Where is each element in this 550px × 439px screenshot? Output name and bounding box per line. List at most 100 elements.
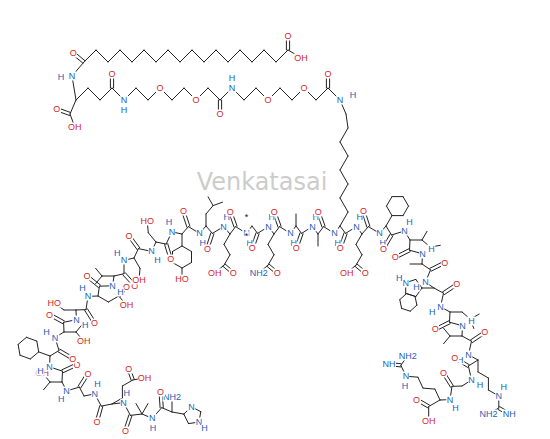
bond <box>478 360 479 372</box>
atom-label: H <box>406 218 414 227</box>
bond <box>206 226 212 233</box>
atom-label: N <box>188 402 196 411</box>
bond <box>252 226 258 233</box>
atom-label: H <box>228 74 236 83</box>
bond <box>63 322 64 332</box>
bond <box>18 337 26 344</box>
bond <box>316 88 328 100</box>
bond <box>386 216 392 226</box>
bond <box>64 332 76 333</box>
bond <box>240 50 252 62</box>
atom-label: O <box>53 105 61 114</box>
bond <box>130 414 142 415</box>
bond <box>400 300 402 309</box>
bond <box>148 233 156 242</box>
atom-label: H <box>401 382 409 391</box>
atom-label: H <box>94 380 102 389</box>
atom-label: OH <box>340 268 355 277</box>
bond <box>224 234 230 244</box>
atom-label: H <box>201 423 209 432</box>
atom-label: H <box>428 308 436 317</box>
bond <box>134 249 138 258</box>
atom-label: N <box>402 372 410 381</box>
bond <box>96 268 102 276</box>
atom-label: OH <box>137 373 152 382</box>
bond <box>362 227 368 234</box>
atom-label: N <box>331 229 339 238</box>
bond <box>403 206 409 216</box>
bond <box>27 337 37 341</box>
bond <box>430 263 442 269</box>
atom-label: O <box>300 84 308 93</box>
atom-label: OH <box>294 53 309 62</box>
bond <box>340 212 348 226</box>
bond <box>204 50 216 62</box>
atom-label: N <box>437 302 445 311</box>
bond <box>471 333 482 340</box>
bond <box>286 39 287 50</box>
bond <box>340 170 348 184</box>
bond <box>346 114 348 128</box>
atom-label: O <box>125 364 133 373</box>
bond <box>70 100 76 114</box>
bond <box>62 364 74 370</box>
atom-label: N <box>419 249 427 258</box>
atom-label: O <box>441 258 449 267</box>
bond <box>340 184 348 198</box>
bond <box>450 336 462 337</box>
atom-label: N <box>46 362 54 371</box>
atom-label: H <box>117 288 125 297</box>
atom-label: O <box>314 207 322 216</box>
atom-label: H <box>165 218 173 227</box>
bond <box>77 54 85 61</box>
atom-label: N <box>168 227 176 236</box>
atom-label: H <box>81 320 89 329</box>
atom-label: N <box>149 414 157 423</box>
bond <box>113 77 114 88</box>
bond <box>132 237 140 248</box>
bond <box>173 246 183 252</box>
bond <box>180 50 192 62</box>
atom-label: NH <box>382 360 396 369</box>
atom-label: O <box>481 328 489 337</box>
bond <box>443 285 454 292</box>
bond <box>244 88 256 100</box>
bond <box>39 352 50 356</box>
bond <box>108 296 118 302</box>
bond <box>402 308 411 311</box>
atom-label: H <box>428 245 436 254</box>
atom-label: N <box>220 222 228 231</box>
bond <box>100 88 112 100</box>
bond <box>410 305 417 311</box>
bond <box>407 294 416 297</box>
bond <box>444 336 450 344</box>
atom-label: N <box>91 389 99 398</box>
bond <box>183 215 187 227</box>
bond <box>450 312 462 313</box>
bond <box>444 328 450 336</box>
atom-label: H <box>395 274 403 283</box>
atom-label: NH2 <box>249 268 268 277</box>
bond <box>81 377 88 388</box>
bond <box>132 50 144 62</box>
bond <box>386 226 392 235</box>
atom-label: O <box>264 96 272 105</box>
atom-label: O <box>284 32 292 41</box>
bond <box>444 376 451 387</box>
atom-label: O <box>453 280 461 289</box>
atom-label: O <box>69 354 77 363</box>
atom-label: OH <box>208 268 223 277</box>
atom-label: N <box>120 256 128 265</box>
bond <box>162 408 172 412</box>
bond <box>53 315 64 321</box>
bond <box>58 352 69 359</box>
bond <box>30 352 38 359</box>
atom-label: O <box>379 244 387 253</box>
atom-label: O <box>121 426 129 435</box>
bond <box>435 389 440 400</box>
bond <box>224 244 230 254</box>
bond <box>410 240 422 241</box>
bond <box>329 77 330 88</box>
atom-label: N <box>196 229 204 238</box>
